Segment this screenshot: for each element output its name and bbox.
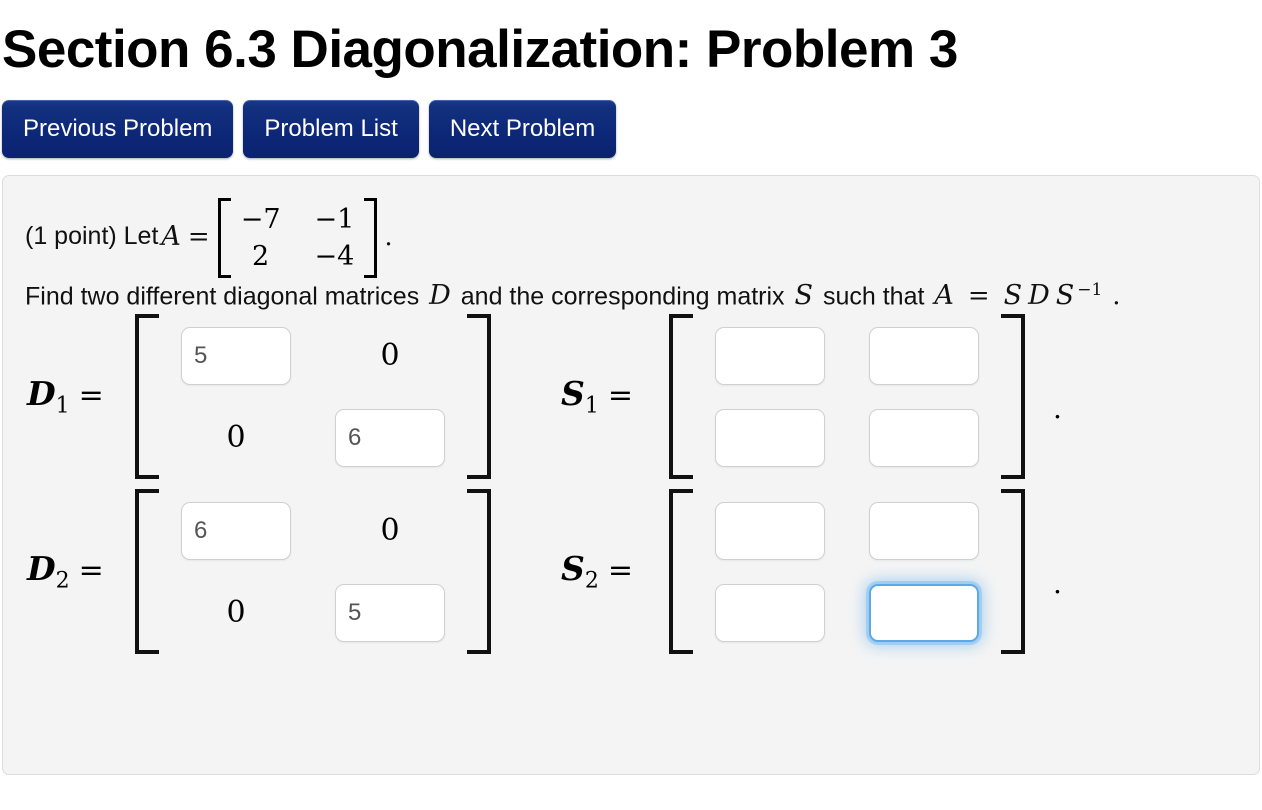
s1-cell-grid [693,315,1001,479]
matrix-a-grid: −7 −1 2 −4 [231,198,365,278]
s1-label-equals: = [607,378,633,414]
s1-input-r1c1[interactable] [715,326,825,385]
answer-row-1: D1= 0 0 S1= . [3,309,1259,484]
d2-label-equals: = [78,553,104,589]
matrix-a-cell-r1c2: −1 [314,203,355,235]
answer-row-2: D2= 0 0 S2= . [3,484,1259,659]
equation-exponent: −1 [1077,279,1103,300]
s2-left-bracket-icon [669,489,693,655]
s1-label-subscript: 1 [584,394,599,420]
d1-zero-r1c2: 0 [380,338,400,374]
d1-zero-r2c1: 0 [226,420,246,456]
d1-input-r1c1[interactable] [181,326,291,385]
s1-input-r1c2[interactable] [869,326,979,385]
instruction-part-3: such that [822,282,925,311]
equation-var-s1: S [1003,280,1023,312]
d1-label-base: D [27,374,56,414]
matrix-a-cell-r2c2: −4 [314,240,355,272]
statement-period: . [384,221,393,252]
d2-label-subscript: 2 [55,569,70,595]
left-bracket-icon [217,197,231,278]
s1-input-r2c2[interactable] [869,408,979,467]
d2-zero-r2c1: 0 [226,595,246,631]
s2-label-equals: = [607,553,633,589]
equation-equals: = [967,281,990,312]
s1-right-bracket-icon [1001,314,1025,480]
problem-navigation-bar: Previous Problem Problem List Next Probl… [0,81,1262,158]
page-title: Section 6.3 Diagonalization: Problem 3 [2,20,958,79]
instruction-var-s: S [794,280,814,312]
instruction-part-2: and the corresponding matrix [460,282,785,311]
s1-trailing-period: . [1053,392,1062,426]
s2-trailing-period: . [1053,567,1062,601]
instruction-var-d: D [429,280,451,312]
next-problem-button[interactable]: Next Problem [428,99,617,158]
matrix-a-display: −7 −1 2 −4 [217,197,378,278]
s2-label-subscript: 2 [584,569,599,595]
equals-sign: = [187,221,210,252]
d1-cell-grid: 0 0 [159,315,467,479]
s1-label-base: S [561,374,585,414]
d2-label: D2 = [27,549,135,594]
d1-label-equals: = [78,378,104,414]
d2-label-base: D [27,549,56,589]
d2-cell-grid: 0 0 [159,490,467,654]
d2-zero-r1c2: 0 [380,513,400,549]
instruction-period: . [1112,281,1121,312]
s1-label: S1 = [561,374,669,419]
s1-left-bracket-icon [669,314,693,480]
equation-var-s2: S [1055,280,1075,312]
d1-input-r2c2[interactable] [335,408,445,467]
points-label: (1 point) Let [25,222,159,251]
right-bracket-icon [364,197,378,278]
d2-input-r1c1[interactable] [181,501,291,560]
s1-input-r2c1[interactable] [715,408,825,467]
d1-label-subscript: 1 [55,394,70,420]
d1-left-bracket-icon [135,314,159,480]
equation-var-d: D [1028,280,1050,312]
s2-input-r2c1[interactable] [715,583,825,642]
problem-panel: (1 point) Let A = −7 −1 2 −4 . Find two … [2,174,1260,775]
s2-input-r1c1[interactable] [715,501,825,560]
s2-input-r1c2[interactable] [869,501,979,560]
instruction-part-1: Find two different diagonal matrices [25,282,420,311]
d2-input-r2c2[interactable] [335,583,445,642]
d1-label: D1 = [27,374,135,419]
equation-var-a: A [934,280,954,312]
s2-label: S2 = [561,549,669,594]
s2-right-bracket-icon [1001,489,1025,655]
answer-matrices-area: D1= 0 0 S1= . D2= [3,309,1259,659]
problem-statement-line-2: Find two different diagonal matrices D a… [3,276,1259,309]
s2-input-r2c2[interactable] [869,583,979,642]
problem-statement-line-1: (1 point) Let A = −7 −1 2 −4 . [3,197,1259,278]
matrix-a-cell-r1c1: −7 [240,203,281,235]
previous-problem-button[interactable]: Previous Problem [2,99,234,158]
problem-list-button[interactable]: Problem List [243,99,419,158]
d2-left-bracket-icon [135,489,159,655]
d1-right-bracket-icon [467,314,491,480]
matrix-a-cell-r2c1: 2 [252,240,270,272]
d2-right-bracket-icon [467,489,491,655]
s2-cell-grid [693,490,1001,654]
s2-label-base: S [561,549,585,589]
matrix-a-symbol: A [161,221,181,253]
